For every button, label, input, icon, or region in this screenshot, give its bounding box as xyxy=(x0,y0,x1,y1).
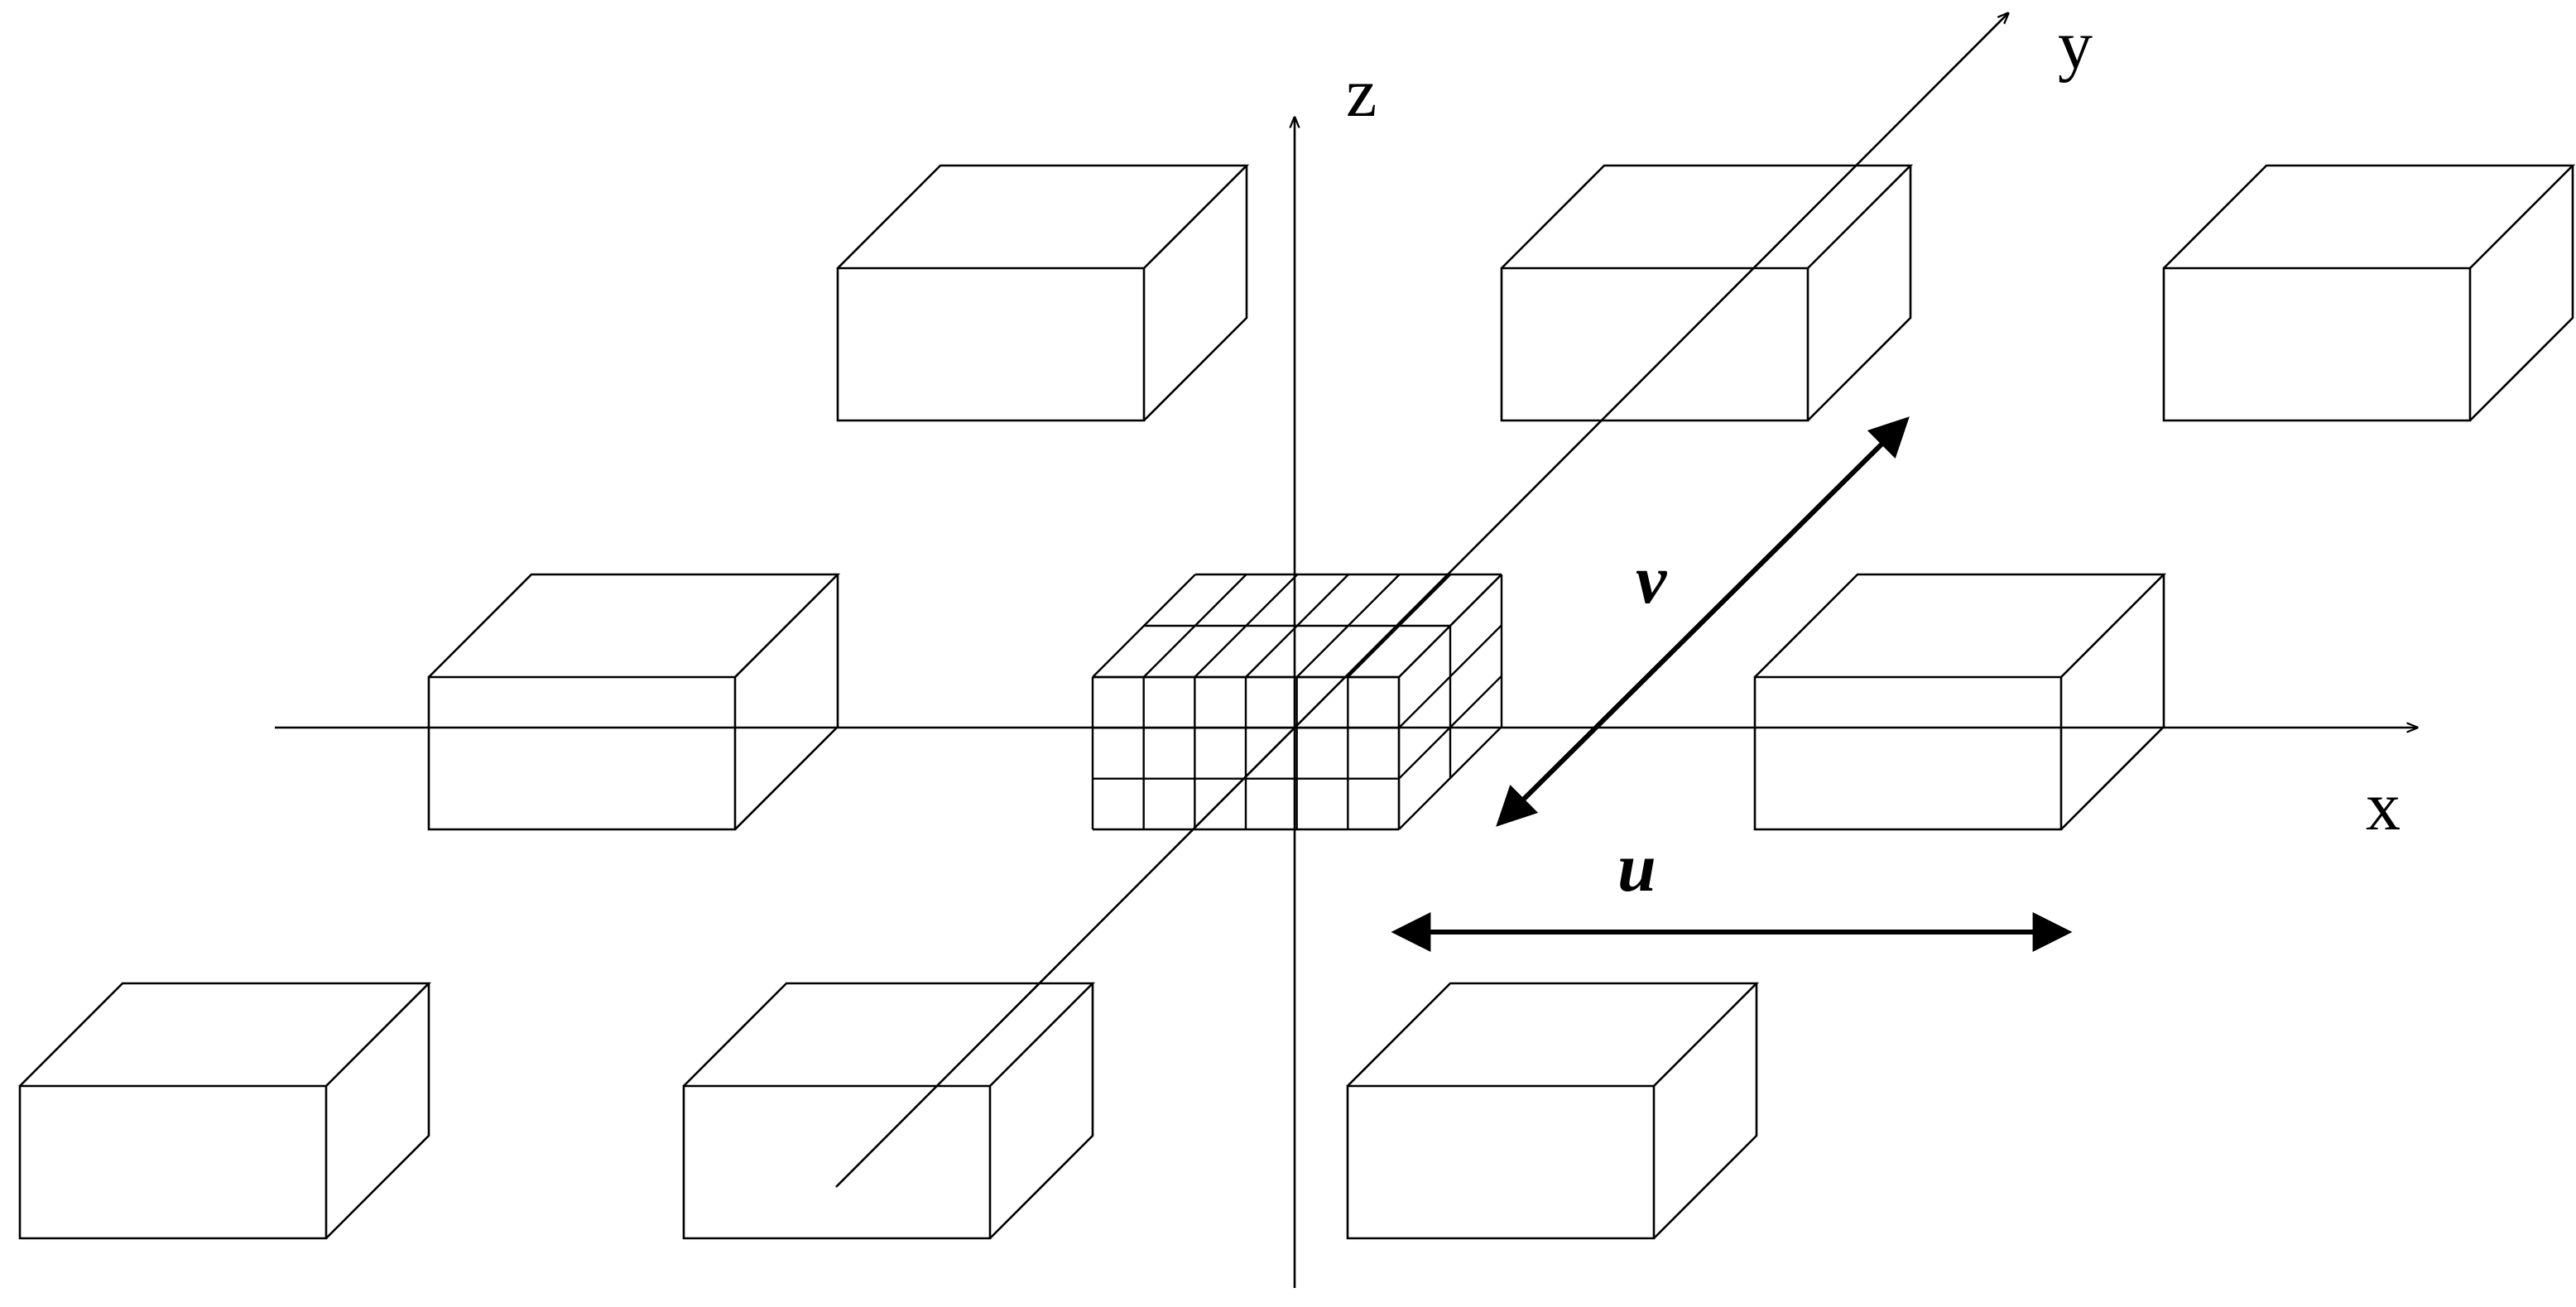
periodic-image-box xyxy=(1346,982,1760,1240)
y-axis xyxy=(835,13,2008,1188)
periodic-image-box xyxy=(427,573,841,831)
periodic-image-box xyxy=(836,164,1250,422)
periodic-image-box xyxy=(18,982,432,1240)
cell-grid-line xyxy=(1398,726,1502,830)
vector-u-label: u xyxy=(1617,829,1656,906)
periodic-image-boxes xyxy=(18,164,2576,1240)
vector-v-label: v xyxy=(1636,541,1668,618)
y-axis-label: y xyxy=(2058,7,2093,84)
central-simulation-cell xyxy=(1091,573,1503,831)
x-axis-label: x xyxy=(2366,768,2401,845)
vector-v-arrow xyxy=(1496,416,1910,827)
cell-grid-line xyxy=(1398,574,1502,678)
periodic-image-box xyxy=(2162,164,2576,422)
periodic-image-box xyxy=(1500,164,1914,422)
z-axis-label: z xyxy=(1346,55,1377,132)
periodic-image-box xyxy=(1753,573,2167,831)
cell-grid-line xyxy=(1398,624,1502,729)
periodic-image-box xyxy=(682,982,1096,1240)
